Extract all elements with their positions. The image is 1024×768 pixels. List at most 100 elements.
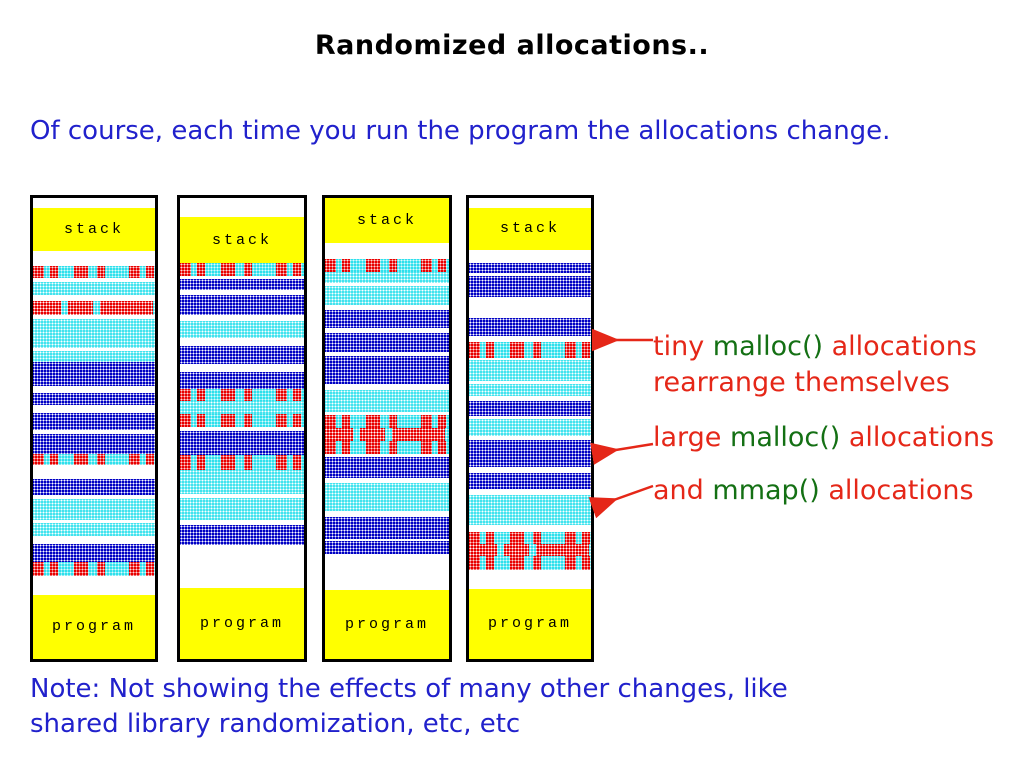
free-space-gap <box>33 385 155 394</box>
allocation-band-cyan <box>469 384 591 397</box>
program-band: program <box>325 590 449 659</box>
annotation-segment: and <box>653 475 713 506</box>
allocation-band-cyan <box>180 498 304 520</box>
allocation-band-cyan <box>33 498 155 520</box>
allocation-band-cyan <box>33 522 155 537</box>
free-space-gap <box>469 524 591 533</box>
free-space-gap <box>325 478 449 483</box>
memory-column-run-3: stack program <box>322 195 452 662</box>
free-space-gap <box>180 519 304 526</box>
allocation-band-navy <box>33 479 155 495</box>
allocation-band-navy <box>33 362 155 386</box>
free-space-gap <box>180 275 304 279</box>
annotation-line: tiny malloc() allocations <box>653 329 977 365</box>
annotation-segment: malloc() <box>730 422 841 453</box>
free-space-gap <box>33 295 155 302</box>
stack-band: stack <box>469 207 591 251</box>
note-line-2: shared library randomization, etc, etc <box>30 709 521 739</box>
allocation-band-navy <box>469 318 591 337</box>
annotation-segment: rearrange themselves <box>653 367 950 398</box>
annotation-line: and mmap() allocations <box>653 473 974 509</box>
allocation-band-cyan <box>325 272 449 283</box>
annotation-segment: allocations <box>819 475 974 506</box>
stack-band: stack <box>325 198 449 244</box>
note-text: Note: Not showing the effects of many ot… <box>30 672 788 742</box>
allocation-band-navy <box>325 517 449 539</box>
allocation-band-navy <box>325 355 449 384</box>
arrow-large-malloc <box>590 442 654 465</box>
allocation-band-cyan <box>325 390 449 412</box>
free-space-gap <box>325 351 449 356</box>
annotation-line: rearrange themselves <box>653 365 977 401</box>
annotation-segment: large <box>653 422 731 453</box>
allocation-band-navy <box>33 544 155 562</box>
allocation-band-navy <box>180 345 304 365</box>
free-space-gap <box>325 282 449 287</box>
free-space-gap <box>469 198 591 208</box>
allocation-band-tiny <box>325 259 449 273</box>
allocation-band-navy <box>325 309 449 329</box>
free-space-gap <box>33 347 155 351</box>
free-space-gap <box>325 243 449 260</box>
allocation-band-navy <box>469 262 591 273</box>
allocation-band-navy <box>33 393 155 406</box>
allocation-band-cyan <box>469 419 591 437</box>
free-space-gap <box>33 430 155 435</box>
allocation-band-navy <box>33 412 155 431</box>
allocation-band-tiny <box>469 532 591 545</box>
allocation-band-cyan <box>33 281 155 296</box>
arrow-mmap <box>588 484 654 519</box>
allocation-band-tiny <box>325 415 449 428</box>
free-space-gap <box>469 436 591 440</box>
free-space-gap <box>325 538 449 541</box>
allocation-band-cyan <box>180 321 304 339</box>
allocation-band-tiny <box>180 262 304 276</box>
allocation-band-tiny <box>180 389 304 401</box>
memory-column-run-4: stack program <box>466 195 594 662</box>
allocation-band-tiny <box>33 453 155 466</box>
allocation-band-cyan <box>33 318 155 348</box>
allocation-band-navy <box>325 540 449 554</box>
free-space-gap <box>469 467 591 473</box>
annotation-large-malloc: large malloc() allocations <box>653 420 994 456</box>
allocation-band-cyan <box>469 359 591 382</box>
free-space-gap <box>469 272 591 276</box>
program-label: program <box>51 618 136 636</box>
free-space-gap <box>325 553 449 591</box>
stack-label: stack <box>499 220 560 238</box>
allocation-band-tiny <box>469 341 591 358</box>
stack-band: stack <box>33 207 155 251</box>
stack-label: stack <box>356 212 417 230</box>
free-space-gap <box>469 357 591 360</box>
allocation-band-navy <box>469 275 591 298</box>
free-space-gap <box>180 493 304 499</box>
free-space-gap <box>33 405 155 413</box>
annotation-segment: allocations <box>840 422 995 453</box>
annotation-segment: tiny <box>653 331 713 362</box>
program-label: program <box>344 616 429 634</box>
allocation-band-redpat <box>469 544 591 556</box>
free-space-gap <box>33 465 155 480</box>
allocation-band-navy <box>469 439 591 468</box>
free-space-gap <box>469 416 591 420</box>
allocation-band-cyan <box>469 495 591 525</box>
free-space-gap <box>33 494 155 499</box>
program-label: program <box>487 615 572 633</box>
stack-label: stack <box>63 220 124 238</box>
free-space-gap <box>33 198 155 208</box>
free-space-gap <box>469 297 591 319</box>
free-space-gap <box>33 536 155 545</box>
annotation-mmap: and mmap() allocations <box>653 473 974 509</box>
allocation-band-tiny <box>180 413 304 427</box>
free-space-gap <box>33 576 155 595</box>
stack-band: stack <box>180 217 304 263</box>
allocation-band-navy <box>469 401 591 417</box>
free-space-gap <box>469 488 591 496</box>
stack-label: stack <box>211 231 272 249</box>
allocation-band-navy <box>180 295 304 315</box>
allocation-band-navy <box>180 431 304 455</box>
free-space-gap <box>325 453 449 457</box>
free-space-gap <box>325 510 449 518</box>
allocation-band-navy <box>180 278 304 290</box>
allocation-band-cyan <box>180 401 304 414</box>
